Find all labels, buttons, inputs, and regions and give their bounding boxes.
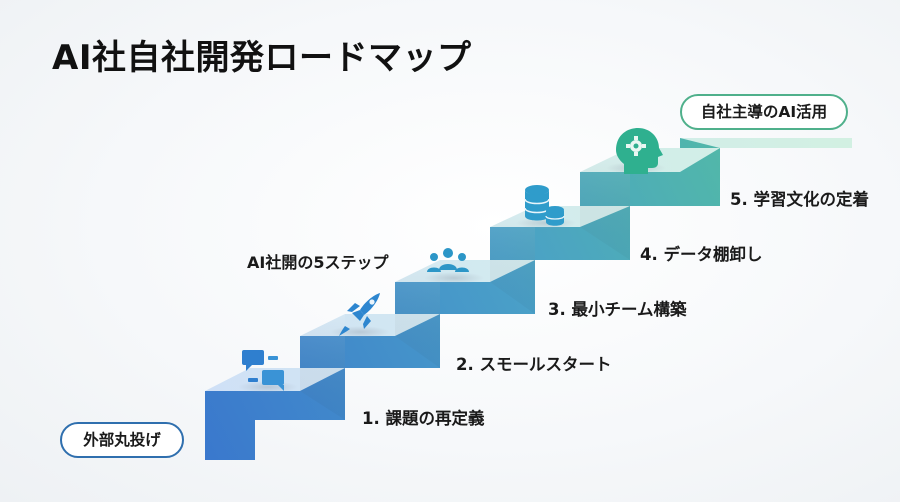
database-icon xyxy=(524,185,565,226)
shadow-3 xyxy=(424,272,484,284)
step-5-label: 5. 学習文化の定着 xyxy=(730,190,869,209)
shadow-2 xyxy=(330,326,390,338)
riser-2 xyxy=(395,260,440,368)
tread-top xyxy=(680,138,852,148)
rocket-icon xyxy=(339,293,380,336)
goal-badge: 自社主導のAI活用 xyxy=(680,94,848,130)
team-icon xyxy=(427,248,469,272)
page-title: AI社自社開発ロードマップ xyxy=(52,38,472,78)
riser-1 xyxy=(300,314,345,420)
riser-4 xyxy=(580,148,630,260)
step-3-label: 3. 最小チーム構築 xyxy=(548,300,687,319)
step-1-label: 1. 課題の再定義 xyxy=(362,409,485,428)
riser-3 xyxy=(490,206,535,314)
brain-gear-icon xyxy=(616,128,663,174)
step-4-label: 4. データ棚卸し xyxy=(640,245,763,264)
chat-icon xyxy=(242,350,284,391)
step-2-label: 2. スモールスタート xyxy=(456,355,612,374)
roadmap-subtitle: AI社開の5ステップ xyxy=(247,253,389,272)
start-badge: 外部丸投げ xyxy=(60,422,184,458)
